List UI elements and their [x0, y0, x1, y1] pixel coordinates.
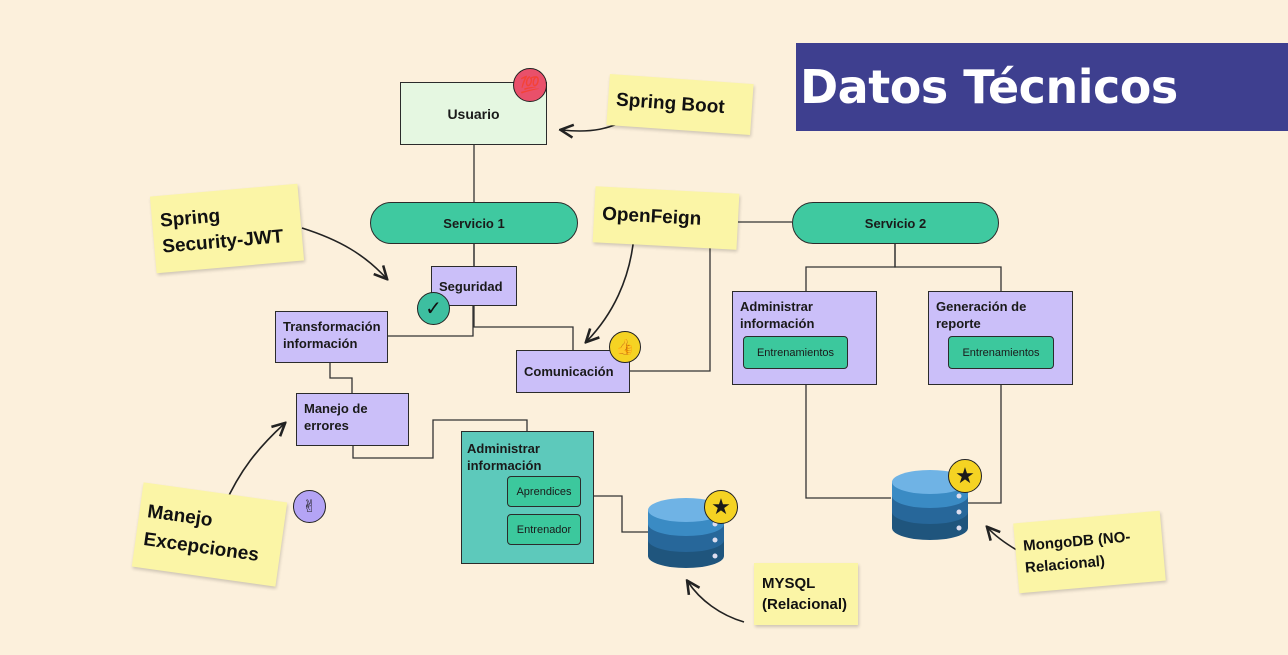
- entrenamientos-item-2: Entrenamientos: [948, 336, 1054, 369]
- comunicacion-node: Comunicación: [516, 350, 630, 393]
- thumbs-up-icon: 👍: [609, 331, 641, 363]
- servicio-1-node: Servicio 1: [370, 202, 578, 244]
- entrenamientos-item-1: Entrenamientos: [743, 336, 848, 369]
- admin-info-left-title: Administrar información: [467, 441, 542, 473]
- sticky-mongodb: MongoDB (NO-Relacional): [1013, 510, 1166, 594]
- star-icon: ★: [704, 490, 738, 524]
- admin-info-right-title: Administrar información: [740, 299, 815, 331]
- seguridad-node: Seguridad: [431, 266, 517, 306]
- star-icon: ★: [948, 459, 982, 493]
- page-title: Datos Técnicos: [796, 43, 1288, 131]
- sticky-spring-security: Spring Security-JWT: [149, 183, 305, 274]
- check-icon: ✓: [417, 292, 450, 325]
- sticky-spring-boot: Spring Boot: [606, 74, 754, 135]
- sticky-mysql: MYSQL (Relacional): [754, 563, 858, 625]
- database-icon: [648, 498, 724, 568]
- servicio-2-node: Servicio 2: [792, 202, 999, 244]
- hundred-icon: 💯: [513, 68, 547, 102]
- database-icon: [892, 470, 968, 540]
- manejo-errores-node: Manejo de errores: [296, 393, 409, 446]
- generacion-reporte-title: Generación de reporte: [936, 299, 1027, 331]
- victory-hand-icon: ✌: [293, 490, 326, 523]
- entrenador-item: Entrenador: [507, 514, 581, 545]
- aprendices-item: Aprendices: [507, 476, 581, 507]
- transformacion-node: Transformación información: [275, 311, 388, 363]
- sticky-openfeign: OpenFeign: [592, 186, 740, 250]
